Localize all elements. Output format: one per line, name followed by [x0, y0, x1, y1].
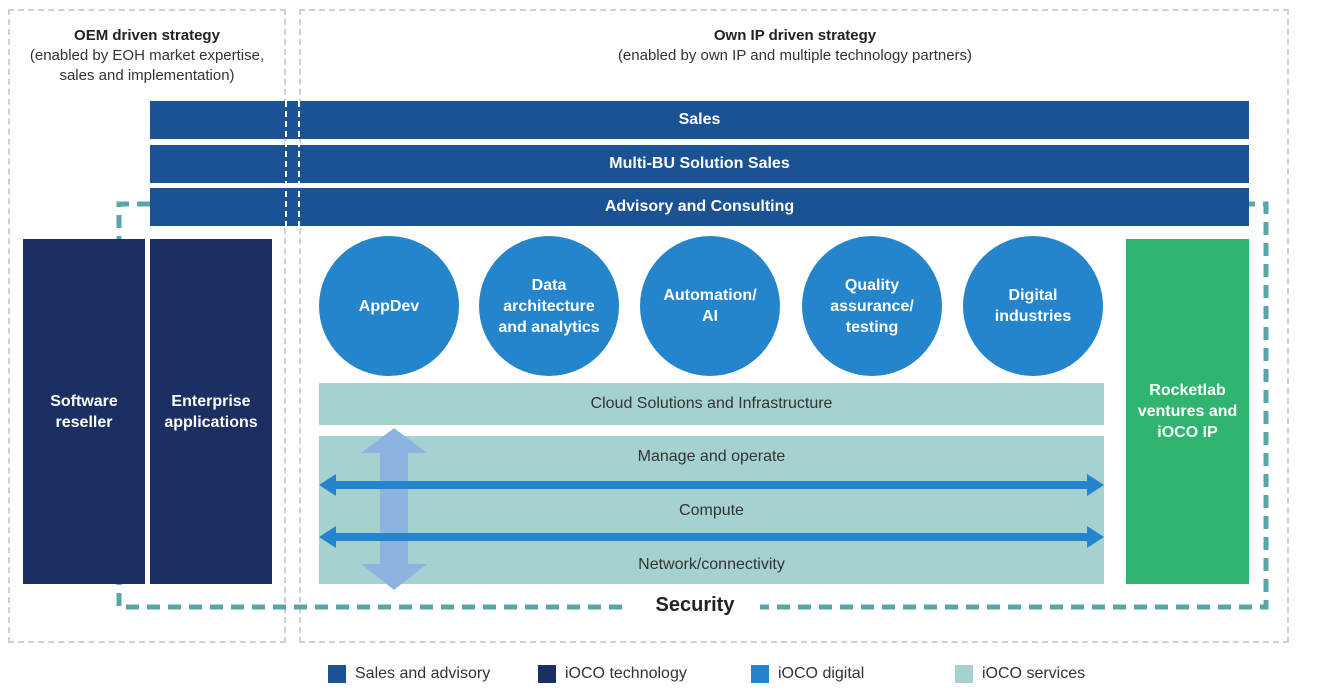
oem-header: OEM driven strategy (enabled by EOH mark…: [8, 26, 286, 86]
compute-label: Compute: [679, 502, 744, 519]
legend-item-ioco-services: iOCO services: [955, 664, 1085, 684]
manage-operate-label: Manage and operate: [637, 448, 786, 465]
sales-bar-label: Sales: [678, 111, 721, 128]
rocketlab-column: Rocketlab ventures and iOCO IP: [1126, 239, 1249, 584]
automation-ai-circle: Automation/ AI: [640, 236, 780, 376]
quality-assurance-label: Quality assurance/ testing: [830, 276, 914, 336]
automation-ai-label: Automation/ AI: [663, 287, 757, 325]
appdev-circle: AppDev: [319, 236, 459, 376]
legend-swatch: [538, 665, 556, 683]
ownip-header: Own IP driven strategy (enabled by own I…: [300, 26, 1290, 66]
advisory-bar-label: Advisory and Consulting: [604, 198, 795, 215]
security-label: Security: [630, 592, 760, 618]
enterprise-applications-label: Enterprise applications: [164, 392, 258, 431]
data-architecture-circle: Data architecture and analytics: [479, 236, 619, 376]
network-connectivity-label: Network/connectivity: [638, 556, 785, 573]
legend-swatch: [751, 665, 769, 683]
legend-item-ioco-technology: iOCO technology: [538, 664, 687, 684]
software-reseller-column: Software reseller: [23, 239, 145, 584]
cloud-solutions-label: Cloud Solutions and Infrastructure: [590, 395, 833, 412]
legend-label: iOCO technology: [565, 665, 687, 682]
horizontal-double-arrow-icon: [319, 526, 1104, 548]
enterprise-applications-column: Enterprise applications: [150, 239, 272, 584]
multi-bu-solution-sales-bar: Multi-BU Solution Sales: [150, 145, 1249, 183]
digital-industries-label: Digital industries: [994, 287, 1072, 325]
oem-strategy-region: [8, 9, 286, 643]
rocketlab-label: Rocketlab ventures and iOCO IP: [1137, 382, 1238, 441]
software-reseller-label: Software reseller: [50, 392, 118, 431]
digital-industries-circle: Digital industries: [963, 236, 1103, 376]
ownip-strategy-region: [299, 9, 1289, 643]
legend-item-sales-advisory: Sales and advisory: [328, 664, 490, 684]
legend-swatch: [328, 665, 346, 683]
advisory-consulting-bar: Advisory and Consulting: [150, 188, 1249, 226]
ownip-title: Own IP driven strategy: [713, 27, 877, 44]
oem-subtitle: (enabled by EOH market expertise, sales …: [29, 47, 265, 84]
ownip-subtitle: (enabled by own IP and multiple technolo…: [617, 47, 973, 64]
quality-assurance-circle: Quality assurance/ testing: [802, 236, 942, 376]
data-architecture-label: Data architecture and analytics: [498, 276, 600, 336]
infrastructure-block: [319, 436, 1104, 584]
legend-label: Sales and advisory: [355, 665, 491, 682]
legend-label: iOCO services: [982, 665, 1086, 682]
legend-item-ioco-digital: iOCO digital: [751, 664, 864, 684]
horizontal-double-arrow-icon: [319, 474, 1104, 496]
appdev-label: AppDev: [358, 297, 420, 315]
sales-bar: Sales: [150, 101, 1249, 139]
multi-bu-bar-label: Multi-BU Solution Sales: [609, 155, 790, 172]
cloud-solutions-bar: Cloud Solutions and Infrastructure: [319, 383, 1104, 425]
vertical-double-arrow-icon: [361, 428, 427, 590]
legend-swatch: [955, 665, 973, 683]
oem-title: OEM driven strategy: [74, 27, 220, 44]
legend-label: iOCO digital: [778, 665, 865, 682]
